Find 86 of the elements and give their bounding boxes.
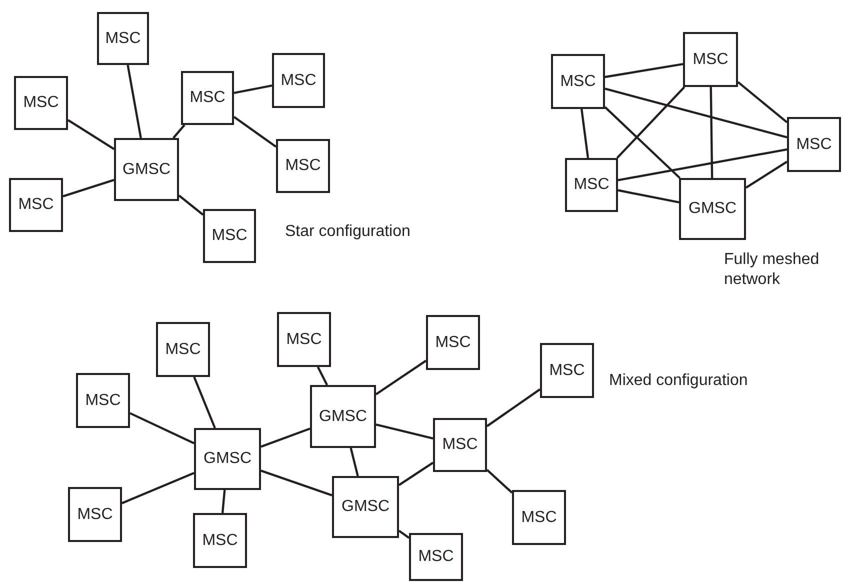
network-node-box bbox=[14, 76, 68, 130]
network-node-box bbox=[277, 312, 331, 367]
network-node-box bbox=[194, 428, 261, 490]
network-node-box bbox=[181, 71, 234, 125]
node-label: GMSC bbox=[319, 408, 367, 424]
network-node-box bbox=[68, 487, 122, 542]
node-label: MSC bbox=[23, 95, 59, 111]
node-label: MSC bbox=[285, 158, 321, 174]
node-label: MSC bbox=[560, 74, 596, 90]
node-label: MSC bbox=[796, 136, 832, 152]
node-label: MSC bbox=[165, 342, 201, 358]
node-label: MSC bbox=[574, 177, 610, 193]
network-node-box bbox=[310, 385, 376, 448]
network-node-box bbox=[193, 513, 247, 568]
node-label: MSC bbox=[105, 30, 141, 46]
network-node-box bbox=[540, 343, 594, 398]
connection-line bbox=[604, 62, 684, 78]
node-label: MSC bbox=[418, 549, 454, 565]
network-node-box bbox=[551, 54, 605, 109]
network-node-box bbox=[156, 322, 210, 377]
node-label: GMSC bbox=[688, 201, 736, 217]
node-label: MSC bbox=[190, 90, 226, 106]
node-label: MSC bbox=[286, 332, 322, 348]
connection-line bbox=[604, 106, 681, 179]
network-node-box bbox=[512, 490, 566, 545]
connection-line bbox=[737, 81, 788, 124]
connection-line bbox=[193, 376, 216, 428]
node-label: MSC bbox=[549, 362, 585, 378]
connection-line bbox=[604, 88, 788, 138]
connection-line bbox=[486, 388, 541, 428]
node-label: MSC bbox=[692, 52, 728, 68]
network-node-box bbox=[426, 315, 480, 370]
connection-line bbox=[486, 468, 513, 494]
node-label: MSC bbox=[85, 392, 121, 408]
connection-line bbox=[234, 84, 272, 94]
node-label: GMSC bbox=[204, 451, 252, 467]
connection-line bbox=[126, 64, 142, 138]
network-node-box bbox=[272, 53, 325, 108]
connection-line bbox=[375, 360, 427, 396]
connection-line bbox=[618, 189, 680, 204]
network-node-box bbox=[683, 32, 738, 87]
node-label: GMSC bbox=[342, 499, 390, 515]
connection-line bbox=[62, 178, 114, 198]
caption-text: Star configuration bbox=[285, 222, 412, 242]
network-node-box bbox=[97, 12, 149, 65]
network-node-box bbox=[679, 178, 746, 240]
connection-line bbox=[130, 412, 194, 444]
connection-line bbox=[67, 119, 115, 150]
node-label: MSC bbox=[18, 197, 54, 213]
connection-line bbox=[260, 470, 332, 496]
connection-line bbox=[376, 423, 434, 440]
caption-text: Fully meshed network bbox=[724, 250, 820, 290]
node-label: MSC bbox=[435, 334, 471, 350]
node-label: MSC bbox=[77, 506, 113, 522]
connection-line bbox=[350, 448, 359, 476]
node-label: MSC bbox=[442, 437, 478, 453]
network-node-box bbox=[332, 476, 399, 538]
connection-line bbox=[618, 148, 788, 182]
node-label: MSC bbox=[202, 532, 238, 548]
network-node-box bbox=[433, 418, 487, 472]
network-node-box bbox=[409, 533, 463, 581]
connection-line bbox=[178, 194, 204, 216]
connection-line bbox=[221, 490, 226, 514]
connection-line bbox=[316, 366, 328, 386]
network-node-box bbox=[9, 178, 63, 232]
connection-line bbox=[398, 530, 410, 539]
node-label: MSC bbox=[280, 72, 316, 88]
network-node-box bbox=[114, 138, 179, 201]
network-node-box bbox=[565, 158, 618, 212]
connection-line bbox=[398, 462, 434, 486]
connection-line bbox=[745, 160, 788, 189]
caption-text: Mixed configuration bbox=[609, 371, 749, 391]
node-label: MSC bbox=[212, 228, 248, 244]
node-label: MSC bbox=[521, 510, 557, 526]
connection-line bbox=[580, 108, 590, 158]
connection-line bbox=[260, 428, 310, 448]
network-node-box bbox=[76, 373, 130, 428]
connection-line bbox=[233, 116, 277, 148]
connection-line bbox=[616, 86, 686, 159]
network-node-box bbox=[276, 139, 330, 193]
node-label: GMSC bbox=[122, 162, 170, 178]
connection-line bbox=[172, 124, 186, 139]
network-node-box bbox=[203, 209, 256, 263]
network-node-box bbox=[787, 117, 841, 172]
connection-line bbox=[710, 86, 714, 178]
connection-line bbox=[122, 472, 194, 504]
